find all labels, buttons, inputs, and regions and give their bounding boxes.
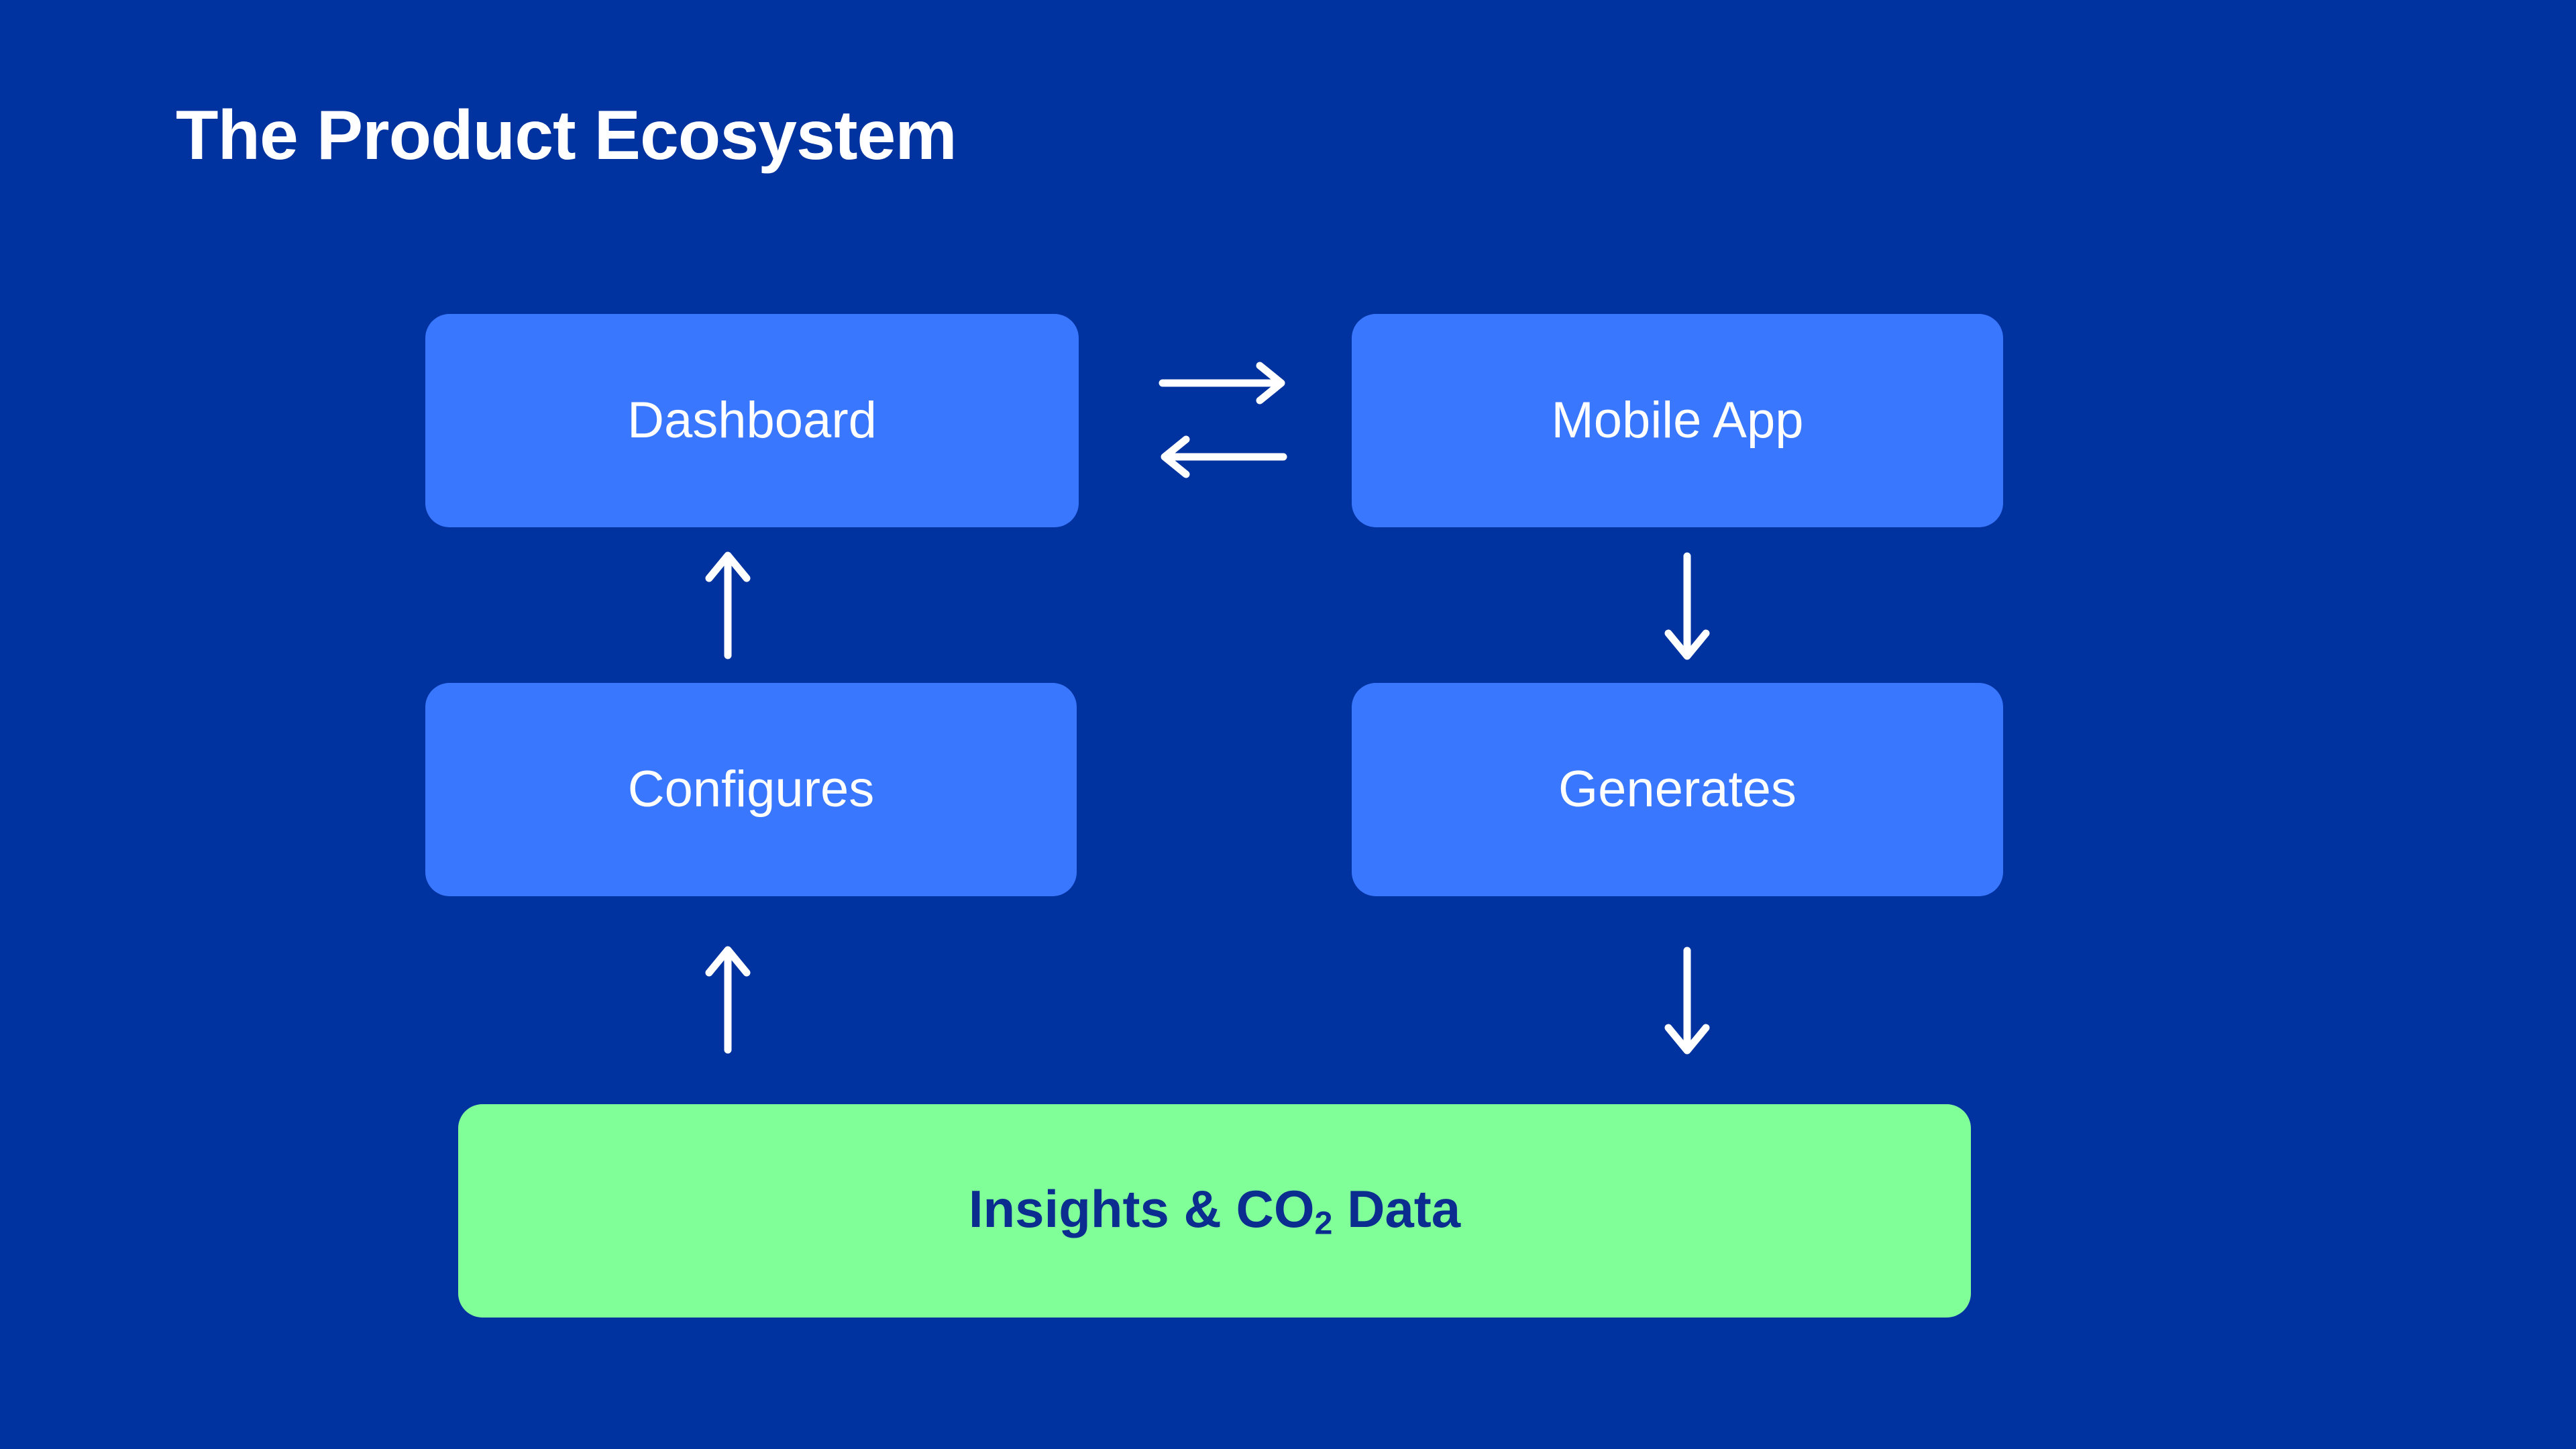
arrow-down-generates-to-insights <box>1664 947 1710 1055</box>
node-insights-label: Insights & CO2 Data <box>969 1183 1460 1240</box>
page-title: The Product Ecosystem <box>176 97 957 174</box>
node-insights-label-subscript: 2 <box>1314 1205 1333 1242</box>
node-mobile-app[interactable]: Mobile App <box>1352 314 2003 527</box>
arrow-left-mobile-app-to-dashboard <box>1161 435 1287 478</box>
node-insights-co2-data[interactable]: Insights & CO2 Data <box>458 1104 1971 1318</box>
node-dashboard-label: Dashboard <box>627 392 877 449</box>
node-generates[interactable]: Generates <box>1352 683 2003 896</box>
node-configures[interactable]: Configures <box>425 683 1077 896</box>
arrow-up-configures-to-dashboard <box>705 551 751 659</box>
arrow-right-dashboard-to-mobile-app <box>1159 362 1285 405</box>
arrow-up-insights-to-configures <box>705 946 751 1054</box>
node-insights-label-suffix: Data <box>1332 1179 1461 1238</box>
arrow-down-mobile-app-to-generates <box>1664 552 1710 660</box>
node-insights-label-prefix: Insights & CO <box>968 1179 1315 1238</box>
node-configures-label: Configures <box>627 761 875 818</box>
node-generates-label: Generates <box>1558 761 1796 818</box>
node-mobile-app-label: Mobile App <box>1551 392 1804 449</box>
node-dashboard[interactable]: Dashboard <box>425 314 1079 527</box>
